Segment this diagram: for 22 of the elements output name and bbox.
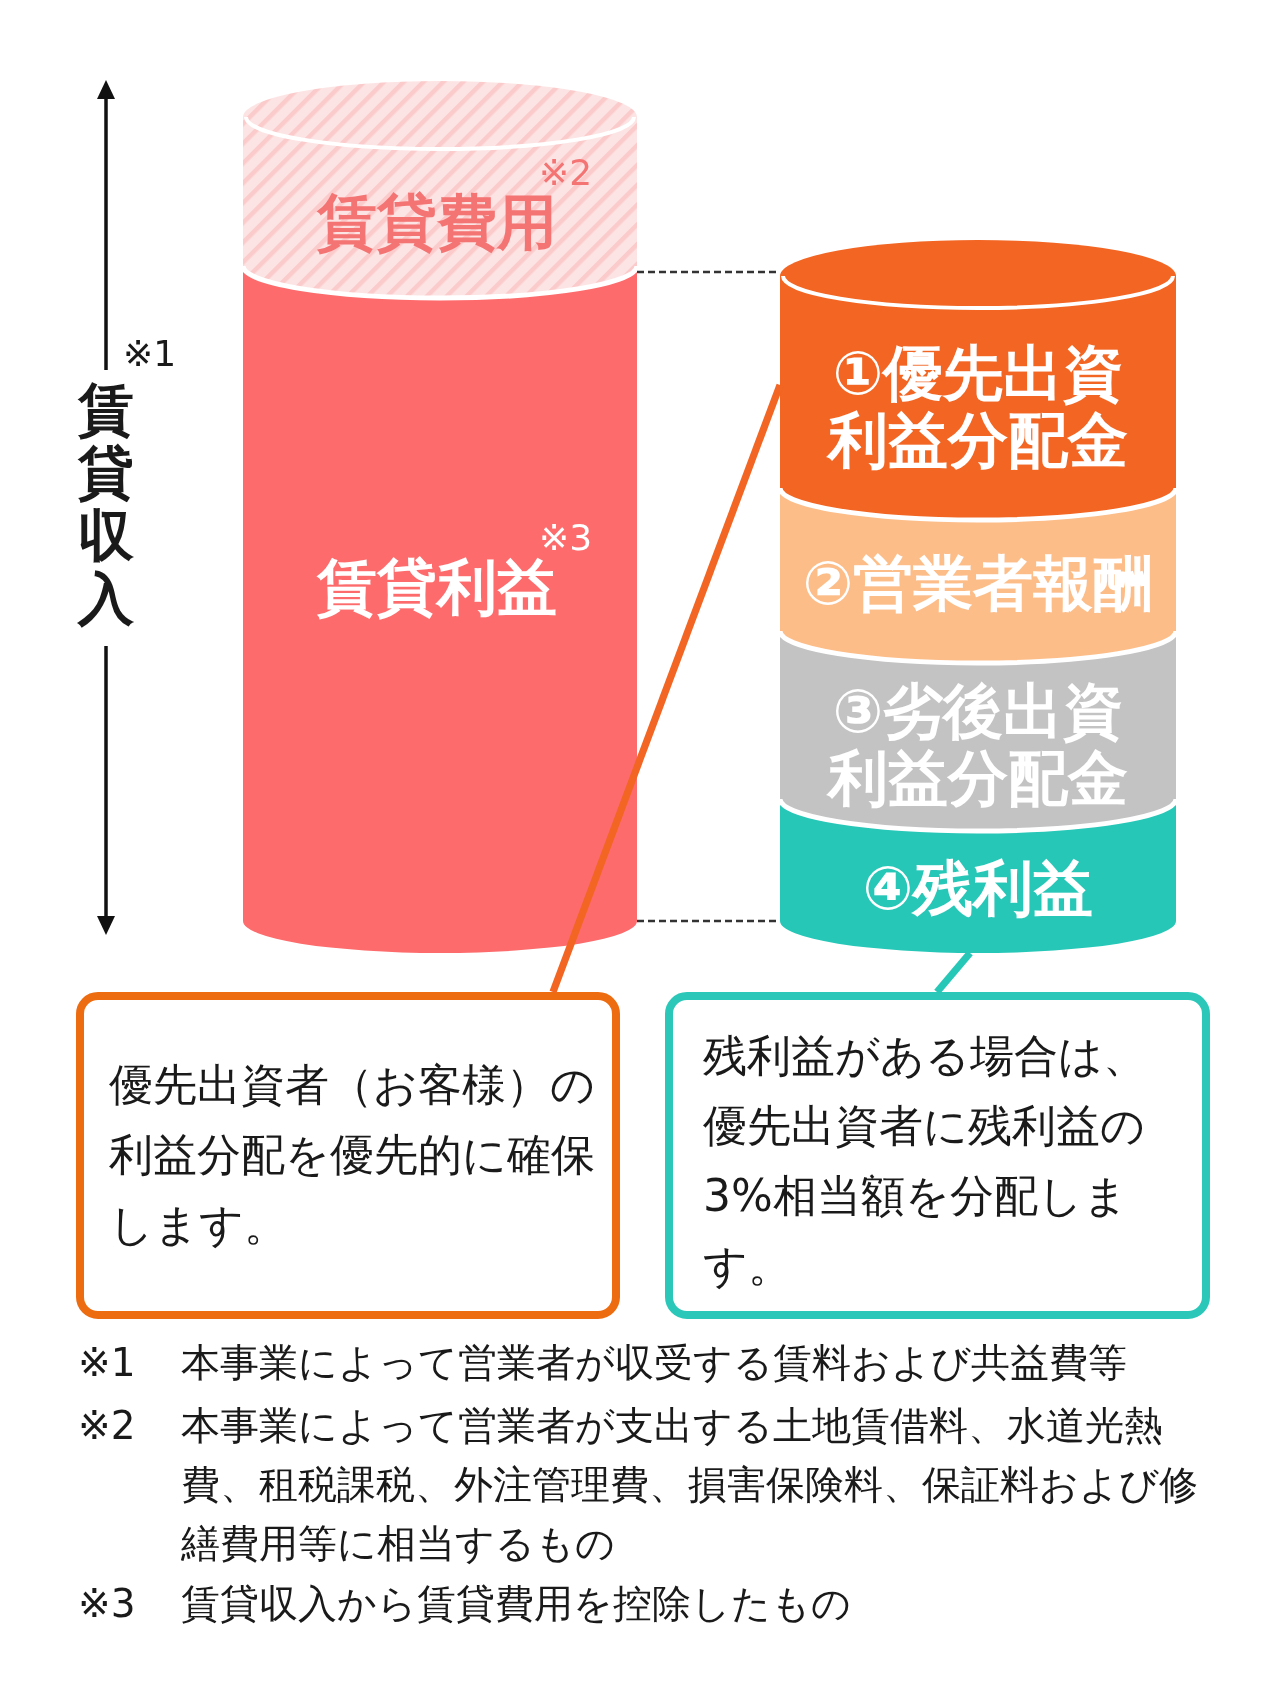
cylinder-segment: [243, 81, 637, 298]
leader-line: [934, 950, 973, 995]
footnote-mark: ※2: [78, 1402, 136, 1450]
footnote-text: 賃貸収入から賃貸費用を控除したもの: [181, 1580, 852, 1628]
cylinder-segment: [243, 266, 637, 953]
footnote-mark: ※3: [78, 1580, 136, 1628]
cylinder-segment: [780, 488, 1176, 663]
callout-text: 残利益がある場合は、優先出資者に残利益の3%相当額を分配します。: [703, 1029, 1148, 1293]
footnote-text: 本事業によって営業者が収受する賃料および共益費等: [181, 1339, 1128, 1387]
footnote-mark: ※1: [123, 336, 177, 372]
footnote-mark: ※1: [78, 1339, 136, 1387]
callout-box: [76, 992, 620, 1319]
footnote-text: 本事業によって営業者が支出する土地賃借料、水道光熱費、租税課税、外注管理費、損害保険料、保証料および修繕費用等に相当するもの: [181, 1402, 1199, 1568]
segment-label: ①優先出資利益分配金: [825, 340, 1129, 474]
dimension-label: 賃貸収入: [77, 378, 135, 630]
segment-label: ④残利益: [861, 855, 1095, 922]
callout-text: 優先出資者（お客様）の利益分配を優先的に確保します。: [109, 1058, 596, 1252]
cylinder-segment: [780, 631, 1176, 831]
callout-box: [665, 992, 1210, 1319]
cylinder-segment: [780, 240, 1176, 520]
segment-label: ③劣後出資利益分配金: [825, 678, 1129, 812]
segment-label: ②営業者報酬: [801, 550, 1155, 617]
